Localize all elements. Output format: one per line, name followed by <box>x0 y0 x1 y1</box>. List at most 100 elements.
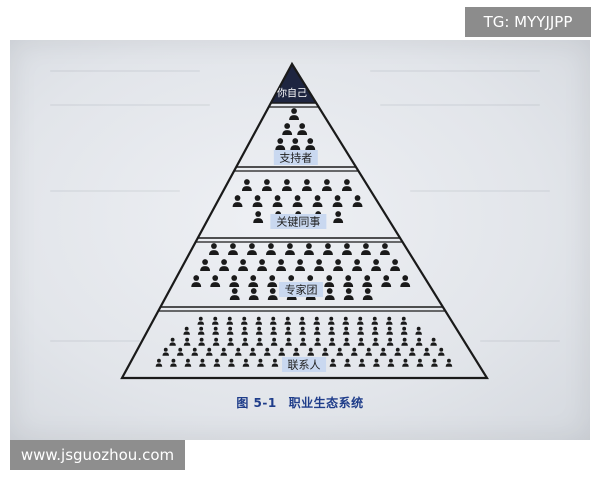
person-icon <box>212 337 220 346</box>
person-icon <box>281 179 292 192</box>
person-icon <box>284 326 292 335</box>
person-icon <box>269 316 277 325</box>
person-icon <box>289 108 300 121</box>
person-icon <box>362 275 373 288</box>
person-icon <box>292 195 303 208</box>
person-icon <box>227 243 238 256</box>
person-icon <box>197 316 205 325</box>
person-icon <box>282 123 293 136</box>
person-icon <box>437 347 445 356</box>
person-icon <box>232 195 243 208</box>
person-icon <box>416 358 424 367</box>
person-icon <box>226 326 234 335</box>
person-icon <box>255 326 263 335</box>
watermark-bottom: www.jsguozhou.com <box>10 440 185 470</box>
person-icon <box>265 243 276 256</box>
faded-text-line <box>410 190 550 192</box>
person-icon <box>362 288 373 301</box>
person-icon <box>198 337 205 346</box>
person-icon <box>423 347 431 356</box>
person-icon <box>169 337 176 346</box>
person-icon <box>219 259 230 272</box>
person-icon <box>256 337 263 346</box>
person-icon <box>200 259 211 272</box>
person-icon <box>298 316 306 325</box>
person-icon <box>381 275 392 288</box>
person-icon <box>210 275 221 288</box>
person-icon <box>241 337 249 346</box>
person-icon <box>321 347 329 356</box>
person-icon <box>373 358 380 367</box>
person-icon <box>183 326 190 335</box>
tier-label: 支持者 <box>279 151 312 165</box>
tier-label-bg <box>279 282 324 297</box>
person-icon <box>234 347 242 356</box>
person-icon <box>242 358 250 367</box>
faded-text-line <box>50 340 140 342</box>
person-icon <box>270 326 277 335</box>
person-icon <box>307 347 315 356</box>
faded-text-line <box>380 104 540 106</box>
watermark-top: TG: MYYJJPP <box>465 7 591 37</box>
person-icon <box>212 326 219 335</box>
person-icon <box>213 358 221 367</box>
person-icon <box>184 358 192 367</box>
person-icon <box>342 316 350 325</box>
person-icon <box>328 337 336 346</box>
person-icon <box>270 337 278 346</box>
person-icon <box>303 243 314 256</box>
person-icon <box>386 326 393 335</box>
tier-label: 联系人 <box>288 359 321 372</box>
person-icon <box>343 288 354 301</box>
person-icon <box>226 316 234 325</box>
person-icon <box>343 337 350 346</box>
person-icon <box>329 358 337 367</box>
person-icon <box>284 243 295 256</box>
person-icon <box>241 326 248 335</box>
person-icon <box>371 316 379 325</box>
person-icon <box>170 358 177 367</box>
person-icon <box>371 326 379 335</box>
person-icon <box>275 138 286 151</box>
person-icon <box>356 316 364 325</box>
person-icon <box>297 123 308 136</box>
person-icon <box>400 326 408 335</box>
person-icon <box>313 326 321 335</box>
person-icon <box>324 288 335 301</box>
person-icon <box>267 288 278 301</box>
person-icon <box>183 337 191 346</box>
person-icon <box>445 358 453 367</box>
person-icon <box>290 138 301 151</box>
person-icon <box>379 347 387 356</box>
person-icon <box>305 138 316 151</box>
person-icon <box>292 347 300 356</box>
person-icon <box>350 347 358 356</box>
person-icon <box>394 347 402 356</box>
person-icon <box>263 347 271 356</box>
person-icon <box>341 243 352 256</box>
person-icon <box>248 275 259 288</box>
person-icon <box>261 179 272 192</box>
person-icon <box>352 195 363 208</box>
tier-label: 你自己 <box>277 87 307 100</box>
person-icon <box>312 195 323 208</box>
person-icon <box>271 358 279 367</box>
person-icon <box>162 347 170 356</box>
person-icon <box>220 347 228 356</box>
person-icon <box>208 243 219 256</box>
person-icon <box>155 358 163 367</box>
person-icon <box>328 326 335 335</box>
person-icon <box>272 195 283 208</box>
person-icon <box>390 259 401 272</box>
person-icon <box>352 259 363 272</box>
person-icon <box>430 337 437 346</box>
tier-label: 关键同事 <box>276 215 320 229</box>
person-icon <box>327 316 335 325</box>
tier-label-bg <box>282 357 327 372</box>
person-icon <box>197 326 205 335</box>
faded-text-line <box>480 340 560 342</box>
person-icon <box>229 288 240 301</box>
person-icon <box>205 347 213 356</box>
person-icon <box>371 259 382 272</box>
person-icon <box>357 326 364 335</box>
